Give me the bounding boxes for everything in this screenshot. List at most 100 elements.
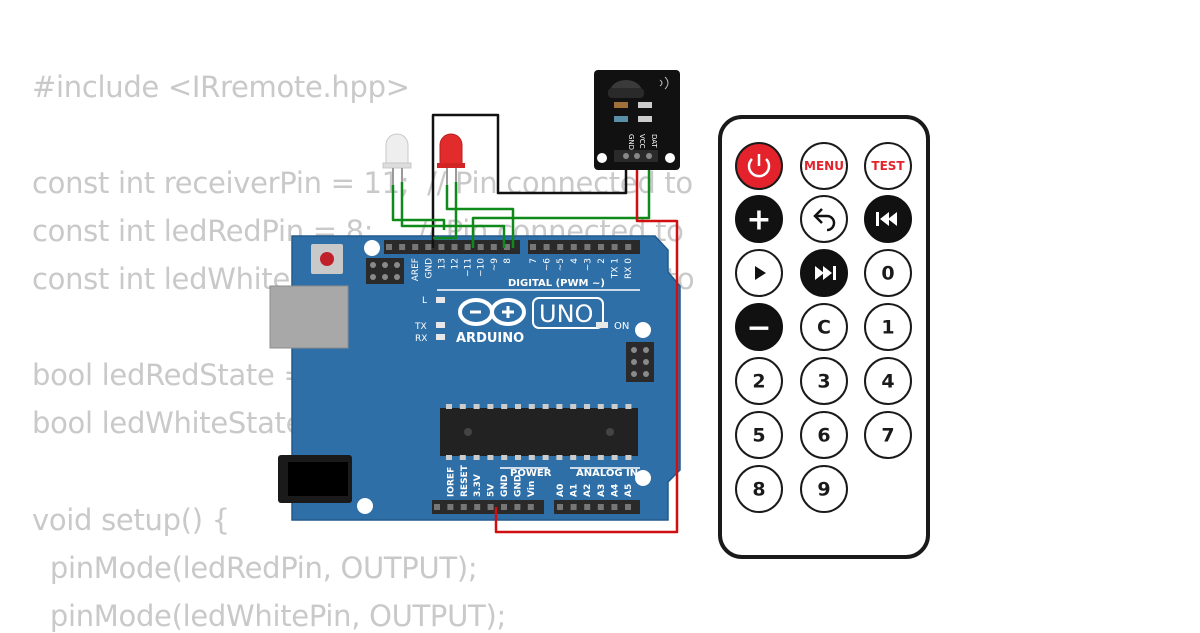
header-pin[interactable] [451,244,458,250]
header-pin[interactable] [527,504,534,510]
remote-button-label: 4 [881,371,894,393]
header-pin[interactable] [570,504,577,510]
header-pin[interactable] [477,244,484,250]
microcontroller-chip [440,404,638,460]
header-pin[interactable] [438,244,445,250]
mounting-hole [597,153,607,163]
header-pin[interactable] [625,504,631,510]
code-line: #include <IRremote.hpp> [32,70,410,104]
header-pin[interactable] [501,504,507,510]
header-pin[interactable] [584,244,591,250]
remote-button-clear[interactable]: C [800,303,848,351]
pin-label: ~9 [490,258,500,272]
remote-button-seven[interactable]: 7 [864,411,912,459]
remote-button-back[interactable] [800,195,848,243]
remote-button-label: 5 [752,425,765,447]
remote-button-label: TEST [871,159,905,173]
reset-button-cap[interactable] [320,252,334,266]
pin-label: AREF [411,258,421,281]
header-pin[interactable] [487,504,494,510]
analog-label: ANALOG IN [576,468,638,479]
pin-label: A1 [570,484,580,497]
l-label: L [422,296,427,306]
remote-button-label: C [817,317,831,339]
remote-button-six[interactable]: 6 [800,411,848,459]
header-pin[interactable] [447,504,454,510]
white-led[interactable] [382,133,412,185]
remote-button-zero[interactable]: 0 [864,249,912,297]
remote-button-five[interactable]: 5 [735,411,783,459]
red-led[interactable] [437,133,465,185]
remote-button-eight[interactable]: 8 [735,465,783,513]
pin-label: GND [513,475,523,497]
header-pin[interactable] [611,504,618,510]
header-pin[interactable] [503,244,510,250]
header-pin[interactable] [399,244,406,250]
wire-white-led [391,185,446,230]
rx-label: RX [415,334,427,344]
tx-label: TX [414,322,427,332]
header-pin[interactable] [543,244,550,250]
pin-label: IOREF [446,467,456,497]
header-pin[interactable] [611,244,618,250]
header-pin[interactable] [530,244,536,250]
pin-label: ~5 [556,258,566,271]
remote-button-two[interactable]: 2 [735,357,783,405]
wires [391,113,679,534]
header-pin[interactable] [490,244,497,250]
wire-white-led-signal [400,182,506,248]
header-pin[interactable] [557,244,564,250]
wire-vcc [494,158,679,534]
header-pin[interactable] [464,244,471,250]
pin-label: A5 [624,484,634,497]
header-pin[interactable] [460,504,467,510]
mounting-hole [635,470,651,486]
remote-button-label: 9 [817,479,830,501]
header-pin[interactable] [474,504,481,510]
header-pin[interactable] [412,244,419,250]
remote-button-test[interactable]: TEST [864,142,912,190]
header-pin[interactable] [557,504,563,510]
header-pin[interactable] [434,504,440,510]
next-icon [815,266,836,280]
icsp-header [366,258,404,284]
header-pin[interactable] [597,504,604,510]
remote-button-nine[interactable]: 9 [800,465,848,513]
pin-label: RX 0 [624,258,634,279]
usb-port [269,285,349,349]
remote-button-power[interactable] [735,142,783,190]
remote-button-three[interactable]: 3 [800,357,848,405]
pin-label: 5V [487,484,497,497]
remote-button-one[interactable]: 1 [864,303,912,351]
ir-pin-label: VCC [638,134,646,149]
remote-button-label: MENU [804,159,844,173]
header-pin[interactable] [570,244,577,250]
pin-label: TX 1 [611,258,621,279]
pin-label: 12 [451,258,461,269]
wire-red-led [445,185,515,248]
header-pin[interactable] [625,244,632,250]
play-icon [755,266,766,280]
header-pin[interactable] [584,504,591,510]
header-pin[interactable] [386,244,392,250]
remote-button-next[interactable] [800,249,848,297]
remote-button-minus[interactable]: − [735,303,783,351]
remote-button-label: + [746,203,771,238]
on-led [596,322,608,328]
header-pin[interactable] [425,244,432,250]
remote-button-plus[interactable]: + [735,195,783,243]
digital-header-right [528,240,640,254]
remote-button-play[interactable] [735,249,783,297]
l-led [436,297,445,303]
code-line: void setup() { [32,503,230,537]
remote-button-menu[interactable]: MENU [800,142,848,190]
remote-button-four[interactable]: 4 [864,357,912,405]
remote-button-prev[interactable] [864,195,912,243]
tx-led [436,322,445,328]
header-pin[interactable] [598,244,604,250]
header-pin[interactable] [514,504,521,510]
model-badge [532,297,604,329]
